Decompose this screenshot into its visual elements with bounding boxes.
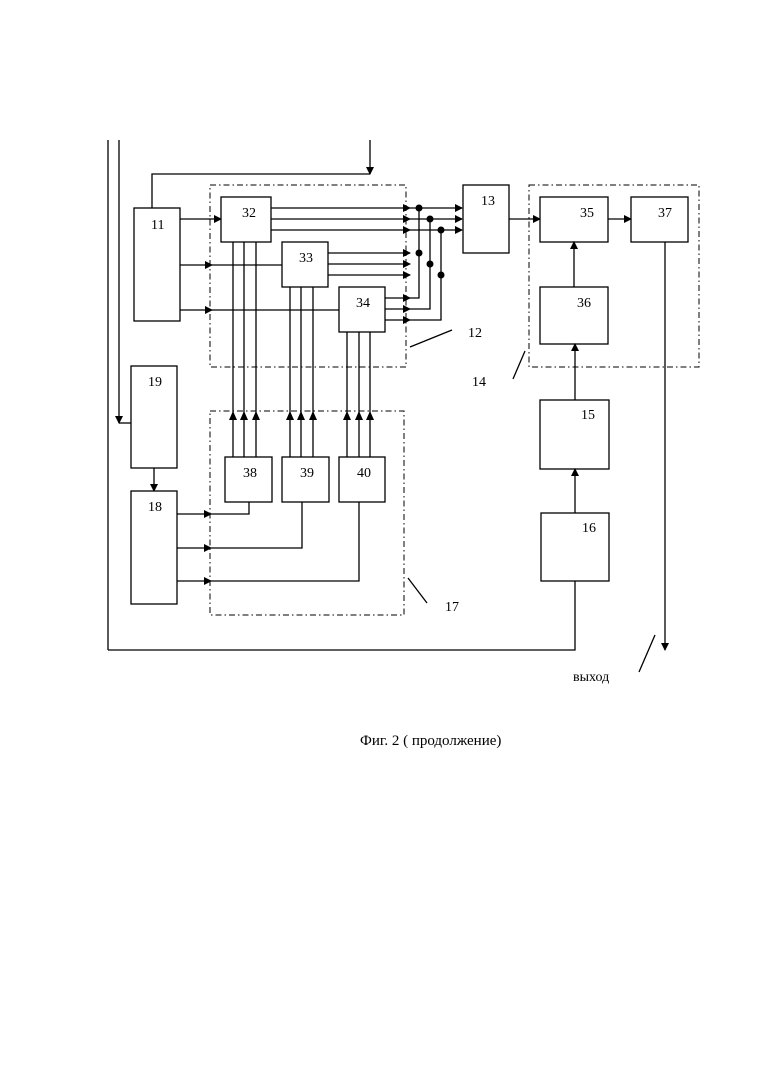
junction-dot: [438, 272, 445, 279]
links-40-34: [343, 332, 374, 457]
junction-dot: [438, 227, 445, 234]
junction-dot: [416, 205, 423, 212]
block-38-label: 38: [243, 466, 257, 481]
group-14-leader: [513, 351, 525, 379]
figure-caption: Фиг. 2 ( продолжение): [360, 733, 501, 749]
block-36: [540, 287, 608, 344]
block-33-label: 33: [299, 251, 313, 266]
output-label: выход: [573, 670, 609, 685]
block-16-label: 16: [582, 521, 596, 536]
group-12-leader: [410, 330, 452, 347]
junction-dot: [427, 216, 434, 223]
links-39-33: [286, 287, 317, 457]
junction-dot: [416, 250, 423, 257]
group-14-label: 14: [472, 375, 486, 390]
block-39-label: 39: [300, 466, 314, 481]
line-18-38b: [211, 502, 249, 514]
block-32-label: 32: [242, 206, 256, 221]
links-38-32: [229, 242, 260, 457]
output-leader: [639, 635, 655, 672]
block-40-label: 40: [357, 466, 371, 481]
block-36-label: 36: [577, 296, 591, 311]
block-11-label: 11: [151, 218, 164, 233]
group-12-label: 12: [468, 326, 482, 341]
group-17-leader: [408, 578, 427, 603]
block-37-label: 37: [658, 206, 672, 221]
bus-c: [410, 230, 441, 320]
junction-dot: [427, 261, 434, 268]
block-35-label: 35: [580, 206, 594, 221]
line-18-39b: [211, 502, 302, 548]
block-13-label: 13: [481, 194, 495, 209]
group-17-frame: [210, 411, 404, 615]
group-17-label: 17: [445, 600, 459, 615]
block-34-label: 34: [356, 296, 370, 311]
block-16: [541, 513, 609, 581]
block-15-label: 15: [581, 408, 595, 423]
block-15: [540, 400, 609, 469]
block-35: [540, 197, 608, 242]
block-18-label: 18: [148, 500, 162, 515]
block-19-label: 19: [148, 375, 162, 390]
